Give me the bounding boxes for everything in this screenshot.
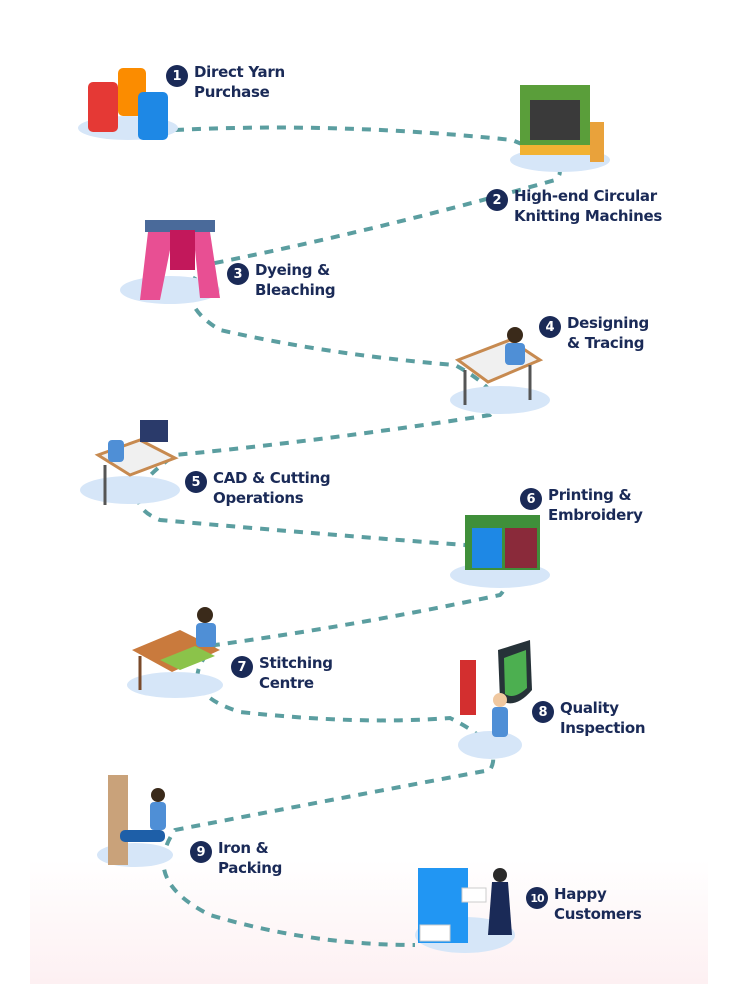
ironing-illustration [97, 775, 173, 867]
yarn-spools-illustration [78, 68, 178, 140]
sewing-table-illustration [127, 607, 223, 698]
dyeing-machine-illustration [120, 220, 220, 304]
knitting-machine-illustration [510, 85, 610, 172]
step-number-badge: 4 [539, 316, 561, 338]
step-label: Designing& Tracing [567, 314, 649, 352]
step-9: 9 Iron &Packing [190, 838, 282, 878]
step-number-badge: 8 [532, 701, 554, 723]
step-label: Printing &Embroidery [548, 486, 643, 524]
step-number-badge: 9 [190, 841, 212, 863]
printing-machine-illustration [450, 515, 550, 588]
step-number-badge: 1 [166, 65, 188, 87]
step-number-badge: 5 [185, 471, 207, 493]
step-number-badge: 6 [520, 488, 542, 510]
quality-shield-illustration [458, 640, 532, 759]
step-label: Iron &Packing [218, 839, 283, 877]
shopping-bag-illustration [415, 868, 515, 953]
step-number-badge: 7 [231, 656, 253, 678]
step-number-badge: 10 [526, 887, 548, 909]
step-4: 4 Designing& Tracing [539, 313, 649, 353]
design-desk-illustration [450, 327, 550, 414]
dashed-path [136, 125, 562, 947]
step-3: 3 Dyeing &Bleaching [227, 260, 336, 300]
cad-desk-illustration [80, 420, 180, 505]
step-6: 6 Printing &Embroidery [520, 485, 643, 525]
background-fade [30, 860, 708, 984]
step-number-badge: 2 [486, 189, 508, 211]
step-number-badge: 3 [227, 263, 249, 285]
step-label: Dyeing &Bleaching [255, 261, 336, 299]
